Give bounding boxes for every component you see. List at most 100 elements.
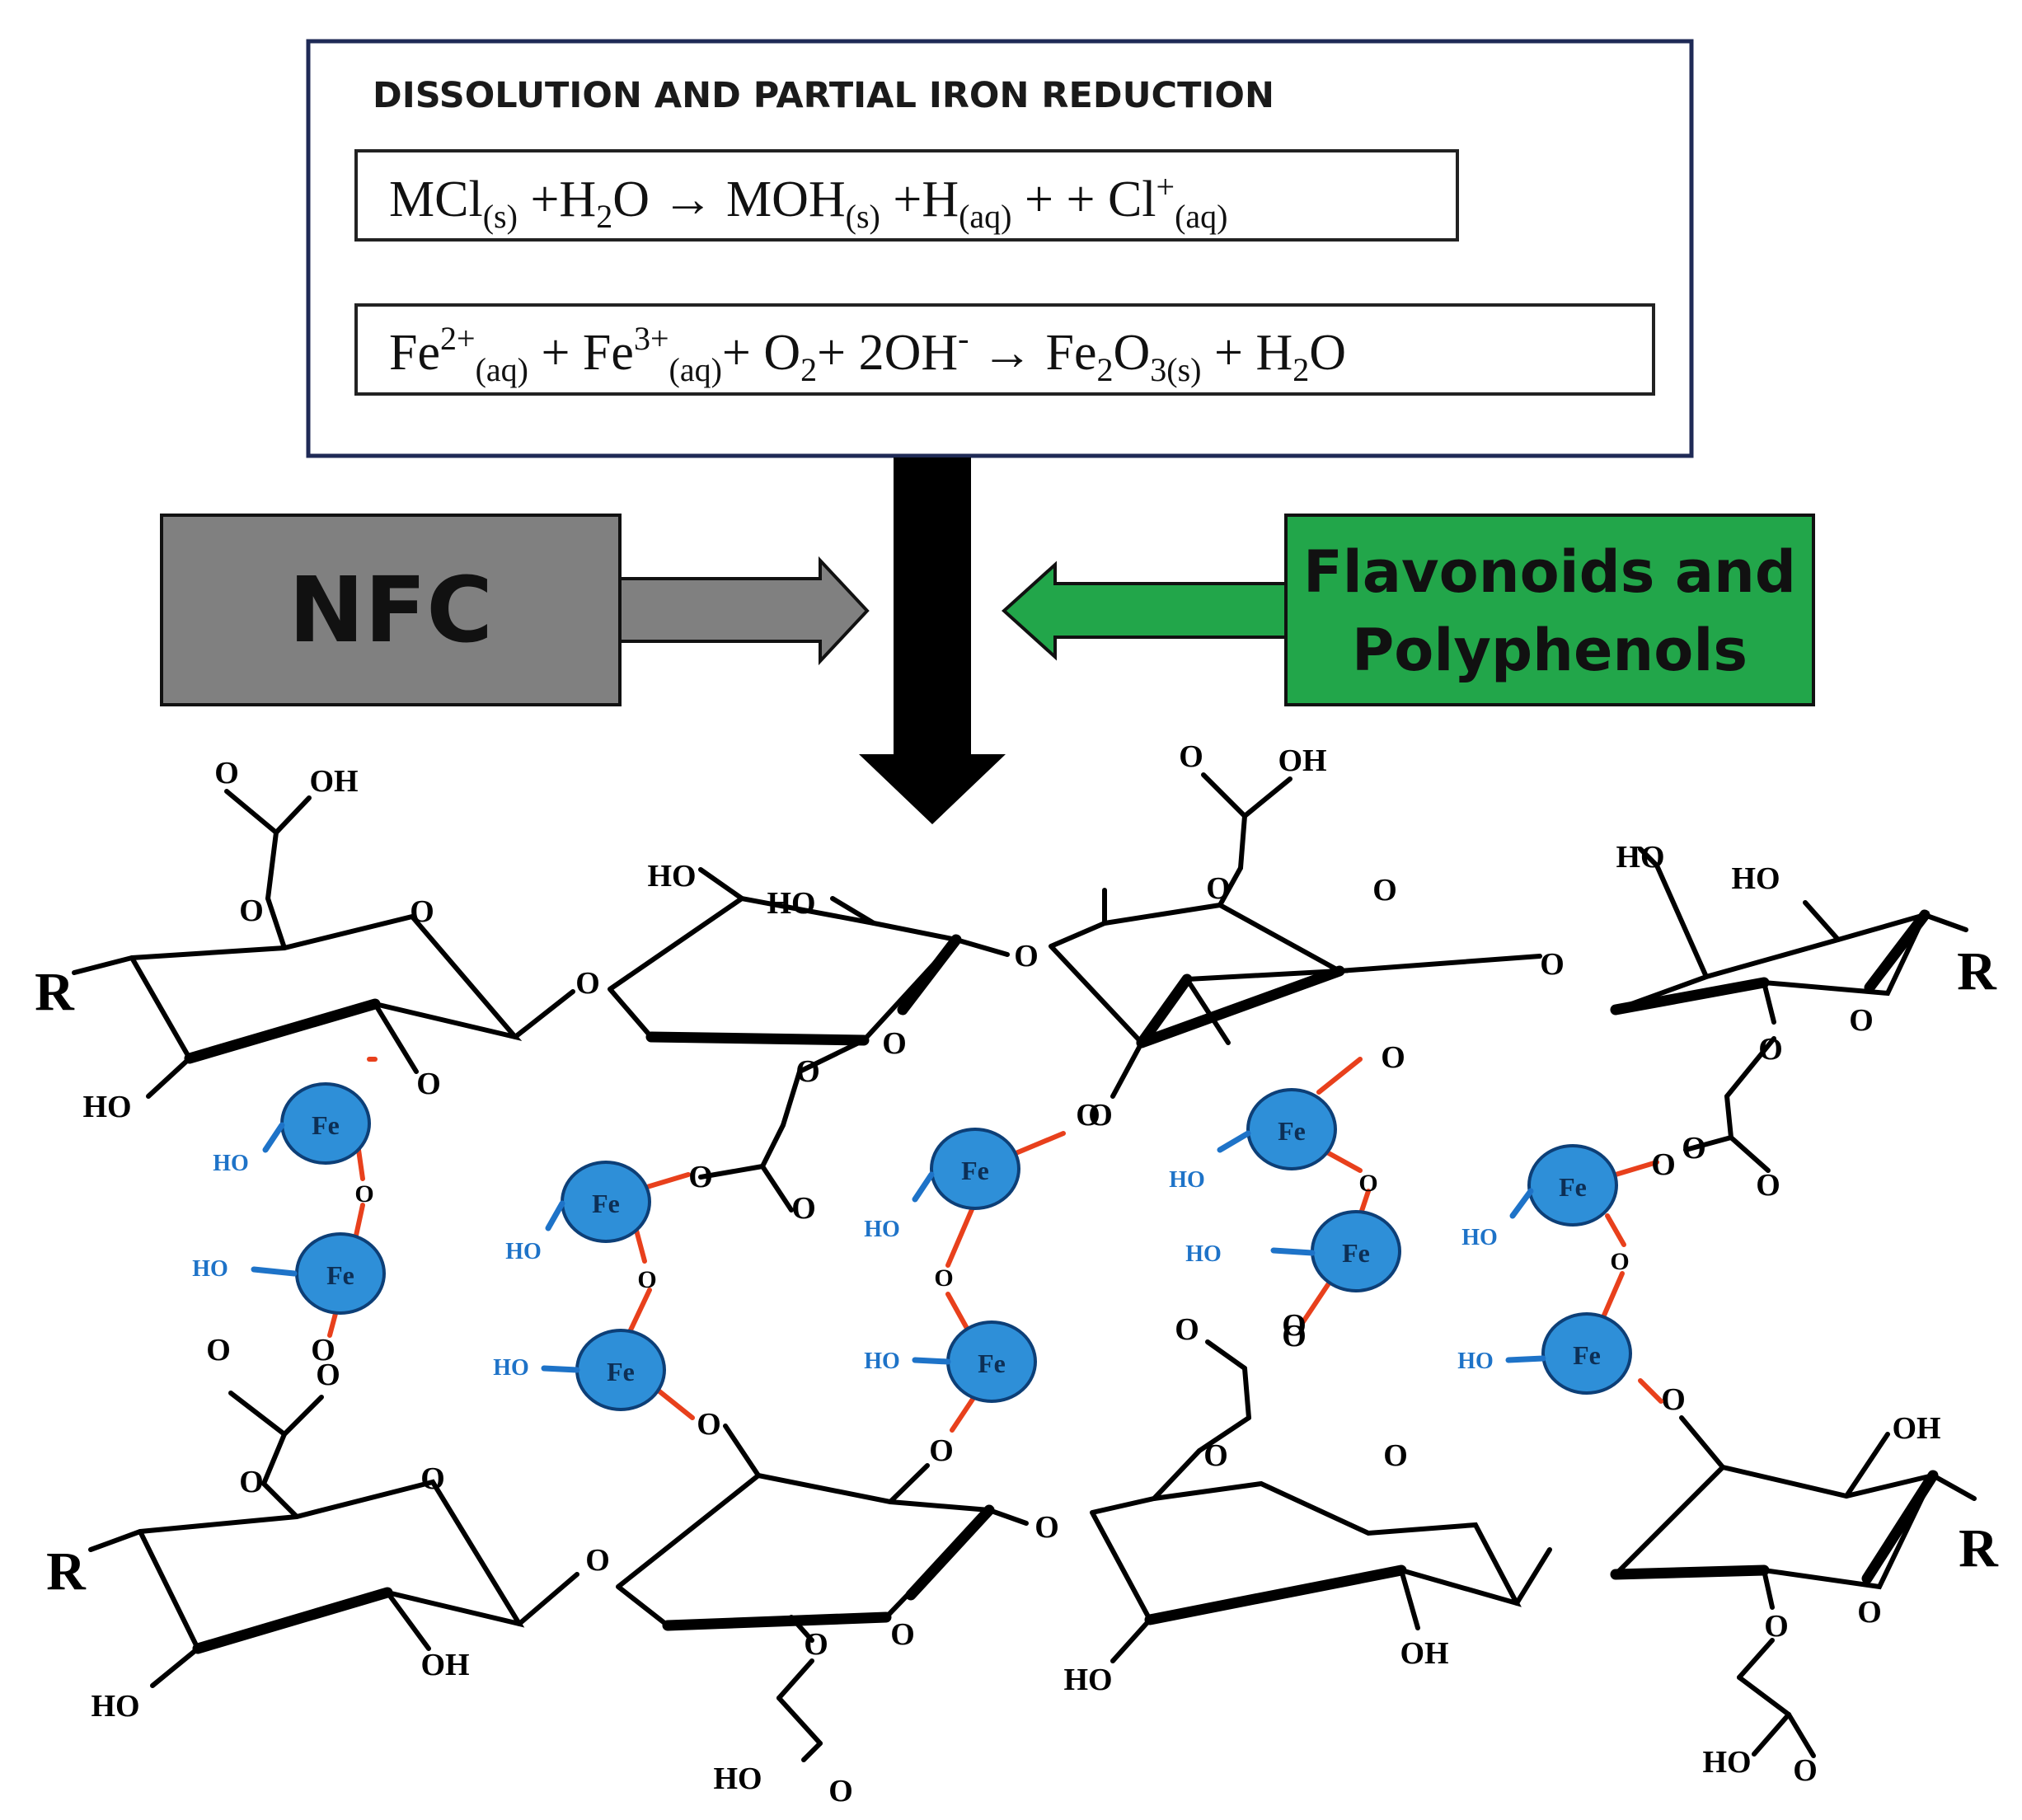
fe-center-6: Fe <box>946 1320 1037 1403</box>
atom-o: O <box>1758 1032 1783 1067</box>
atom-ho: HO <box>1063 1663 1112 1697</box>
ho-ligand-labels: HO HO HO HO HO HO HO HO HO HO <box>192 1151 1498 1381</box>
atom-oh: OH <box>1278 743 1326 778</box>
bridge-o: O <box>1358 1170 1377 1197</box>
atom-ho: HO <box>1616 840 1664 875</box>
svg-text:Fe: Fe <box>1278 1116 1306 1146</box>
ho-ligand: HO <box>864 1217 900 1242</box>
atom-oh: OH <box>309 764 358 799</box>
atom-oh: OH <box>420 1648 469 1682</box>
atom-o: O <box>1756 1168 1780 1203</box>
atom-o: O <box>890 1617 915 1652</box>
svg-text:Fe: Fe <box>592 1189 620 1218</box>
atom-o: O <box>416 1067 441 1101</box>
atom-ho: HO <box>91 1689 139 1724</box>
equation-2: Fe2+(aq) + Fe3+(aq)+ O2+ 2OH- → Fe2O3(s)… <box>389 320 1346 388</box>
bottom-cellulose-chain <box>88 1339 1977 1762</box>
atom-o: O <box>804 1627 828 1662</box>
ho-ligand: HO <box>505 1239 542 1264</box>
atom-ho: HO <box>713 1761 762 1796</box>
ho-ligand: HO <box>1461 1225 1498 1250</box>
bridge-o: O <box>688 1160 713 1194</box>
fe-center-2: Fe <box>295 1232 386 1315</box>
ho-ligand: HO <box>1457 1349 1494 1374</box>
atom-o: O <box>214 756 239 790</box>
r-group-top-right: R <box>1957 941 1997 1001</box>
atom-o: O <box>791 1191 816 1226</box>
atom-o: O <box>1014 939 1039 973</box>
fe-center-10: Fe <box>1541 1312 1632 1395</box>
atom-oh: OH <box>1892 1411 1940 1446</box>
nfc-label: NFC <box>289 557 493 663</box>
top-cellulose-chain <box>72 772 1968 1213</box>
atom-o: O <box>1661 1382 1686 1417</box>
atom-ho: HO <box>1731 861 1780 896</box>
bridge-o: O <box>637 1266 656 1293</box>
atom-o: O <box>1849 1003 1874 1038</box>
atom-o: O <box>575 966 600 1001</box>
atom-o: O <box>1682 1131 1706 1166</box>
r-group-bottom-right: R <box>1959 1518 1999 1578</box>
atom-ho: HO <box>82 1090 131 1124</box>
fe-o-bonds <box>327 1057 1663 1433</box>
fe-center-5: Fe <box>930 1128 1020 1210</box>
atom-o: O <box>206 1333 231 1367</box>
svg-text:Fe: Fe <box>1342 1238 1370 1268</box>
fe-centers: Fe Fe Fe Fe Fe Fe Fe Fe Fe Fe <box>280 1082 1632 1411</box>
chain-atom-labels: R O OH O O O HO O HO HO O O O O O OH O O… <box>35 739 1999 1808</box>
svg-text:Fe: Fe <box>978 1349 1006 1378</box>
atom-o: O <box>1381 1040 1405 1075</box>
fe-center-7: Fe <box>1246 1088 1337 1170</box>
atom-o: O <box>1203 1438 1228 1473</box>
atom-o: O <box>828 1774 853 1808</box>
atom-o: O <box>1540 947 1565 982</box>
bridge-o: O <box>354 1180 373 1208</box>
bridge-o: O <box>311 1333 335 1367</box>
atom-ho: HO <box>647 859 696 894</box>
atom-o: O <box>1088 1098 1113 1133</box>
bridge-o: O <box>1076 1098 1100 1133</box>
svg-text:Fe: Fe <box>1559 1172 1587 1202</box>
atom-o: O <box>585 1543 610 1578</box>
equation-2-box <box>354 303 1655 396</box>
atom-ho: HO <box>1702 1745 1751 1780</box>
svg-text:Fe: Fe <box>312 1110 340 1140</box>
fe-center-8: Fe <box>1311 1210 1401 1292</box>
flavonoids-box <box>1284 514 1815 706</box>
flavonoids-label-line2: Polyphenols <box>1352 617 1748 684</box>
atom-o: O <box>239 1465 264 1499</box>
process-down-arrow <box>859 457 1006 824</box>
ho-ligand: HO <box>864 1349 900 1374</box>
flavonoids-label-line1: Flavonoids and <box>1303 538 1796 606</box>
atom-o: O <box>929 1433 954 1468</box>
fe-center-4: Fe <box>575 1329 666 1411</box>
atom-o: O <box>1372 873 1397 908</box>
bridge-o: O <box>1651 1147 1676 1182</box>
ho-ligand: HO <box>213 1151 249 1176</box>
atom-o: O <box>420 1461 445 1496</box>
atom-o: O <box>1179 739 1203 774</box>
ho-ligand: HO <box>192 1256 228 1282</box>
atom-o: O <box>1175 1312 1199 1347</box>
bridge-o: O <box>1282 1308 1307 1343</box>
svg-text:Fe: Fe <box>961 1156 989 1185</box>
fe-center-1: Fe <box>280 1082 371 1165</box>
atom-o: O <box>1383 1438 1408 1473</box>
bridge-o: O <box>1610 1248 1629 1275</box>
atom-o: O <box>316 1358 340 1392</box>
atom-oh: OH <box>1400 1636 1448 1671</box>
atom-o: O <box>1793 1753 1818 1788</box>
atom-o: O <box>410 894 434 929</box>
atom-o: O <box>697 1407 721 1442</box>
svg-text:Fe: Fe <box>1573 1340 1601 1370</box>
nfc-arrow <box>618 556 870 666</box>
r-group-top-left: R <box>35 962 75 1022</box>
atom-ho: HO <box>767 886 815 921</box>
ho-ligand: HO <box>1185 1241 1222 1267</box>
equation-1: MCl(s) +H2O → MOH(s) +H(aq) + + Cl+(aq) <box>389 168 1228 235</box>
atom-o: O <box>1857 1595 1882 1630</box>
ho-ligand: HO <box>493 1355 529 1381</box>
svg-text:Fe: Fe <box>326 1260 354 1290</box>
flavonoids-arrow <box>1002 561 1288 661</box>
